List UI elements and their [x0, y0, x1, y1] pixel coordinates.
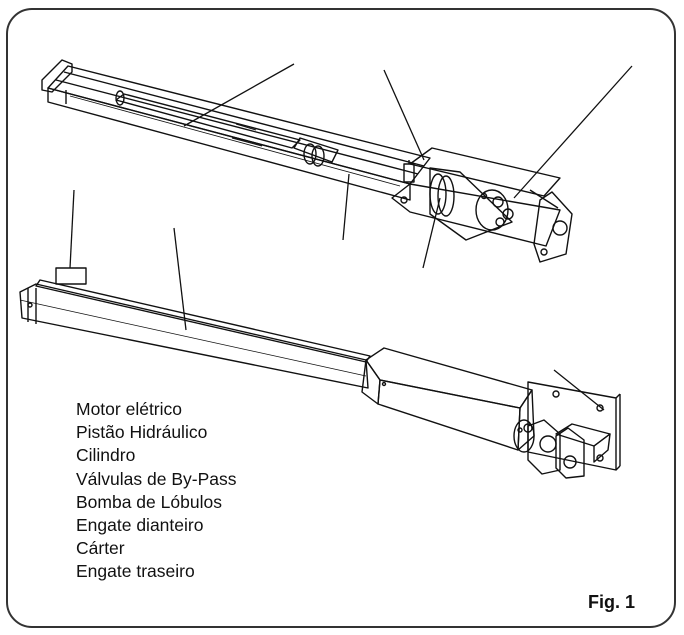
front-clevis — [527, 419, 561, 475]
legend-item-cylinder: Cilindro — [76, 445, 136, 466]
rear-tab — [55, 267, 87, 285]
piston-head — [293, 137, 339, 163]
front-mount — [533, 191, 573, 263]
legend-item-motor: Motor elétrico — [76, 399, 183, 419]
legend-item-piston: Pistão Hidráulico — [76, 422, 208, 443]
legend-item-carter: Cárter — [76, 538, 125, 559]
legend-list: Motor elétrico Pistão Hidráulico Cilindr… — [76, 398, 237, 584]
motor-face — [475, 189, 509, 231]
legend-item-lobe-pump: Bomba de Lóbulos — [76, 491, 222, 512]
figure-frame — [6, 8, 676, 628]
legend-item-front-coupling: Engate dianteiro — [76, 515, 204, 536]
pump-block — [429, 167, 513, 241]
legend-item-bypass-valves: Válvulas de By-Pass — [76, 468, 237, 489]
figure-label: Fig. 1 — [588, 592, 636, 612]
piston-rod — [115, 93, 301, 149]
carter — [377, 379, 521, 451]
leader-lines — [69, 63, 633, 411]
actuator-assembled — [19, 267, 621, 479]
legend-item-rear-coupling: Engate traseiro — [76, 561, 195, 582]
actuator-cutaway — [41, 59, 573, 263]
